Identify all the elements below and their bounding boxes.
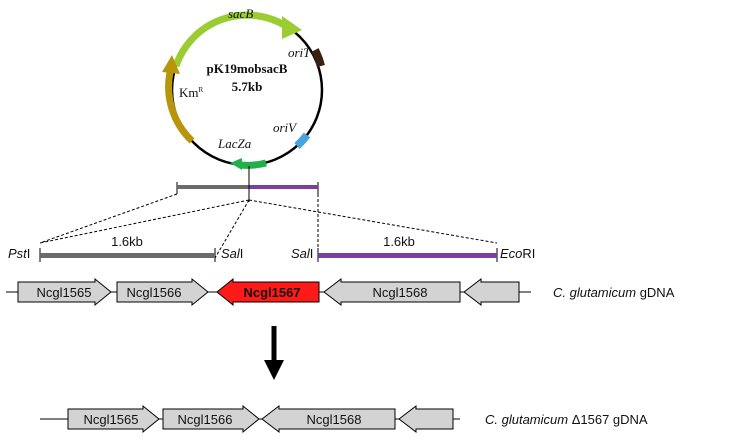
mut-gene-label: Ncgl1568 [307,412,362,427]
wt-gene-unlabeled [463,277,520,307]
km-arrowhead [162,55,180,74]
oriV-block [294,132,311,149]
homology-arms: 1.6kb PstI SalI 1.6kb SalI EcoRI [8,234,535,262]
wt-gene-label: Ncgl1566 [127,285,182,300]
wild-type-gdna: Ncgl1565 Ncgl1566 Ncgl1567 Ncgl1568 C. g… [6,277,675,307]
wt-gene-ncgl1568 [323,277,461,307]
plasmid-map: sacB oriT oriV LacZa KmR pK19mobsacB 5.7… [162,6,325,170]
wt-gene-label-target: Ncgl1567 [243,285,300,300]
left-arm-length: 1.6kb [111,234,143,249]
small-insert [176,182,319,202]
mut-gene-unlabeled [398,404,454,434]
mut-gene-ncgl1568 [261,404,396,434]
oriT-block [311,48,325,68]
km-arc [165,71,195,144]
plasmid-size: 5.7kb [232,79,263,94]
mut-gene-label: Ncgl1565 [84,412,139,427]
mutant-gdna: Ncgl1565 Ncgl1566 Ncgl1568 C. glutamicum… [40,404,648,434]
oriV-label: oriV [273,120,298,135]
sacB-arrowhead [282,16,302,39]
wt-gene-ncgl1566 [116,277,209,307]
right-arm-bar [318,253,497,258]
wt-gene-ncgl1565 [17,277,112,307]
mut-gene-ncgl1565 [67,404,160,434]
wt-genome-label: C. glutamicum gDNA [553,285,675,300]
right-site-sal: SalI [291,246,313,261]
lacZa-arrowhead [230,158,242,170]
mut-gene-ncgl1566 [162,404,260,434]
left-site-sal: SalI [221,246,243,261]
deletion-arrow [264,326,284,380]
wt-gene-label: Ncgl1568 [373,285,428,300]
mut-gene-label: Ncgl1566 [178,412,233,427]
lacZa-label: LacZa [217,136,252,151]
wt-gene-ncgl1567 [216,277,320,307]
small-right-arm [249,185,318,189]
right-site-eco: EcoRI [500,246,535,261]
expansion-lines [39,193,498,262]
km-label: KmR [179,85,204,100]
right-arm-length: 1.6kb [383,234,415,249]
left-site-pst: PstI [8,246,30,261]
plasmid-name: pK19mobsacB [207,61,288,76]
small-left-arm [177,185,249,189]
lacZa-arc [239,159,267,169]
mut-genome-label: C. glutamicum Δ1567 gDNA [485,412,648,427]
left-arm-bar [40,253,215,258]
oriT-label: oriT [288,45,311,60]
wt-gene-label: Ncgl1565 [37,285,92,300]
sacB-label: sacB [228,6,253,21]
sacB-arc [172,11,288,68]
